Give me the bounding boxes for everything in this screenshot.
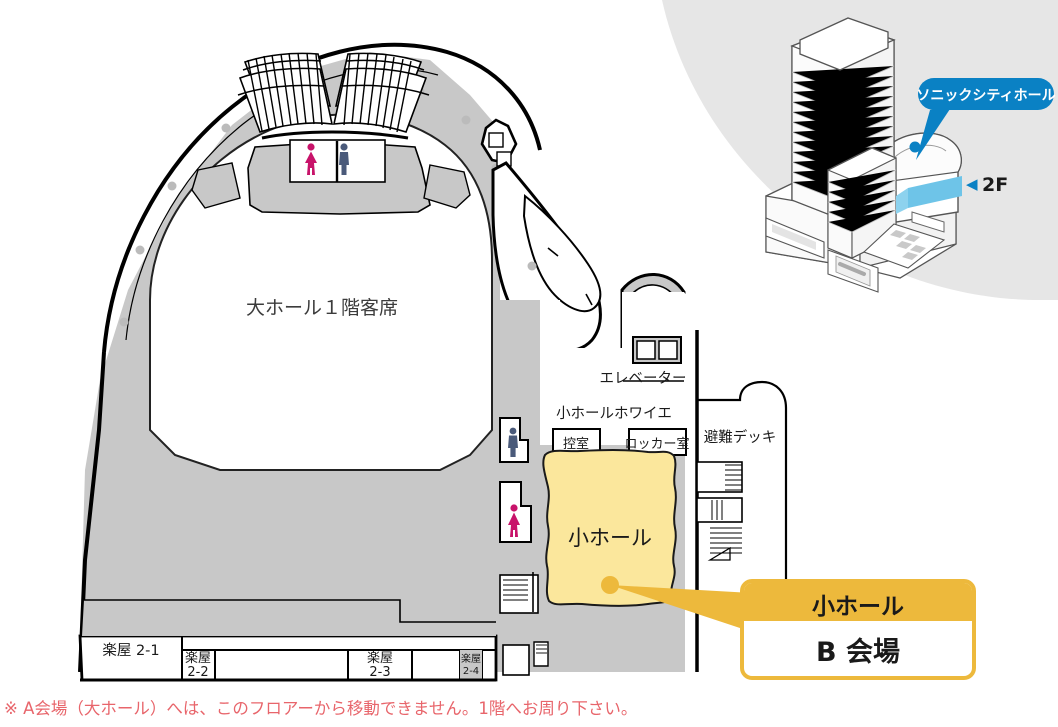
callout-header-band: [744, 583, 972, 621]
floor-marker-label: 2F: [982, 174, 1008, 196]
callout-header-label: 小ホール: [812, 594, 904, 620]
dressing-room-2-2-label-line1: 楽屋: [185, 650, 211, 666]
fan-stairs-right: [332, 52, 430, 133]
small-hall-callout[interactable]: 小ホール B 会場: [601, 576, 976, 680]
upper-restroom-block: [247, 130, 431, 215]
waiting-room-shape: [552, 428, 601, 456]
plaza-checker: [890, 230, 926, 260]
female-restroom-icon: [305, 143, 317, 175]
dressing-room-2-2-label-line2: 2-2: [187, 665, 208, 680]
floor-marker-arrow-icon: ◀: [966, 175, 978, 193]
floor-note: ※ A会場（大ホール）へは、このフロアーから移動できません。1階へお周り下さい。: [4, 699, 637, 718]
male-restroom-icon: [339, 143, 349, 175]
building-illustration: ソニックシティホール ◀ 2F: [765, 17, 1056, 293]
evacuation-deck-wall: [697, 380, 788, 592]
callout-anchor-dot: [601, 576, 619, 594]
evacuation-deck-stairs: [696, 461, 743, 561]
big-hall-label: 大ホール１階客席: [246, 297, 398, 319]
elevator-icon: [632, 336, 682, 364]
corridor-restroom-male: [499, 417, 529, 463]
badge-box[interactable]: [918, 78, 1054, 110]
badge-label: ソニックシティホール: [916, 88, 1055, 104]
evacuation-deck-label: 避難デッキ: [704, 428, 777, 446]
dressing-room-2-4-label-line2: 2-4: [463, 666, 479, 677]
floor-marker-2f: ◀ 2F: [966, 174, 1008, 196]
corridor-lower-room: [502, 641, 549, 676]
hall-outer-shell-left: [78, 351, 106, 673]
small-hall-foyer-label: 小ホールホワイエ: [556, 405, 672, 422]
badge-pointer: [916, 106, 952, 160]
badge-anchor-dot: [909, 141, 921, 153]
floor-plan: 大ホール１階客席 小ホール 小ホールホワイエ エレベーター 控室 ロッカー室 避…: [78, 42, 788, 682]
elevator-label: エレベーター: [600, 370, 687, 387]
small-hall-label: 小ホール: [568, 526, 652, 550]
floor-band-2f: [908, 176, 962, 208]
dressing-room-2-3-label-line1: 楽屋: [367, 650, 393, 666]
locker-room-label: ロッカー室: [624, 436, 689, 452]
dressing-rooms-strip: [78, 599, 498, 682]
locker-room-shape: [628, 428, 687, 456]
callout-leader-line: [610, 585, 752, 632]
callout-body-label: B 会場: [816, 637, 900, 668]
fan-stairs-left: [237, 52, 334, 133]
dressing-room-2-4-label-line1: 楽屋: [461, 652, 481, 665]
dressing-room-2-3-label-line2: 2-3: [369, 665, 390, 680]
wedge-right: [423, 164, 471, 209]
dressing-room-2-1-label: 楽屋 2-1: [102, 642, 159, 659]
corridor-restroom-female: [499, 481, 532, 543]
waiting-room-label: 控室: [563, 436, 589, 452]
floor-band-2f-left: [896, 188, 908, 214]
corridor-stairs: [499, 572, 539, 614]
wedge-left: [191, 162, 241, 209]
building-badge[interactable]: ソニックシティホール: [909, 78, 1056, 160]
